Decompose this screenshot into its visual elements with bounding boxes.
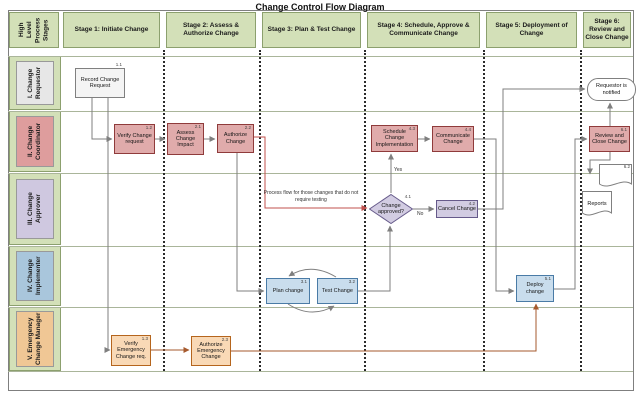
node-number: 1.1 (115, 62, 122, 67)
node-label: Authorize Change (223, 132, 248, 145)
node-test-change: Test Change 3.2 (317, 278, 358, 304)
stage-separator (163, 50, 165, 371)
edge-cancel-to-requestor-notified (478, 86, 586, 210)
node-verify-change-request: Verify Change request 1.2 (114, 124, 155, 154)
node-label: Test Change (322, 287, 353, 294)
edge-record-to-verify (91, 98, 113, 142)
lane-cell-emergency-change-manager: V. Emergency Change Manager (9, 307, 61, 371)
node-number: 5.1 (544, 276, 551, 281)
node-number: 3.1 (300, 279, 307, 284)
node-label: Record Change Request (80, 76, 120, 89)
node-number: 4.3 (408, 126, 415, 131)
node-number: 1.3 (141, 336, 148, 341)
node-label: Cancel Change (438, 205, 476, 212)
node-number: 3.2 (348, 279, 355, 284)
node-change-approved: Change approved?4.1 (369, 194, 413, 224)
node-label: Authorize Emergency Change (197, 341, 225, 361)
node-number: 2.2 (244, 125, 251, 130)
lane-divider (8, 307, 633, 308)
node-number: 4.2 (468, 201, 475, 206)
stage-header-3: Stage 3: Plan & Test Change (262, 12, 361, 48)
node-number: 6.2 (623, 164, 630, 169)
node-record-change-request: Record Change Request 1.1 (75, 62, 125, 98)
lane-label-emergency-change-manager: V. Emergency Change Manager (16, 311, 54, 367)
diagram-title: Change Control Flow Diagram (255, 2, 385, 12)
node-label: Assess Change Impact (175, 129, 196, 149)
node-reports-document: Reports (582, 191, 612, 218)
node-number: 4.1 (404, 194, 411, 199)
lane-cell-change-implementer: IV. Change Implementer (9, 246, 61, 306)
lane-divider (8, 371, 633, 372)
diamond-shape (369, 194, 413, 224)
edge-authorize-to-plan (236, 153, 265, 294)
edge-deploy-to-review (554, 136, 588, 290)
stage-separator (259, 50, 261, 371)
lane-label-change-approver: III. Change Approver (16, 179, 54, 239)
node-requestor-notified: Requestor is notified (587, 78, 636, 101)
node-label: Reports (587, 201, 607, 208)
edge-plan-to-test-loop (287, 303, 335, 313)
node-number: 2.3 (221, 337, 228, 342)
node-number: 2.1 (194, 124, 201, 129)
node-number: 6.1 (620, 127, 627, 132)
lane-label-change-requestor: I. Change Requestor (16, 61, 54, 105)
node-label: Communicate Change (436, 132, 470, 145)
edge-authorize-emergency-to-deploy (231, 303, 539, 352)
edge-communicate-to-deploy (474, 138, 515, 294)
node-label: Schedule Change Implementation (375, 129, 414, 148)
stage-header-5: Stage 5: Deployment of Change (486, 12, 577, 48)
edge-review-to-reports (587, 152, 611, 175)
node-verify-emergency-change-req: Verify Emergency Change req.1.3 (111, 335, 151, 366)
node-label: Verify Change request (117, 132, 152, 145)
node-label: Deploy change (525, 282, 545, 295)
node-number: 4.4 (464, 127, 471, 132)
node-label: Change approved? (378, 202, 404, 215)
lane-cell-change-coordinator: II. Change Coordinator (9, 111, 61, 172)
node-plan-change: Plan change 3.1 (266, 278, 310, 304)
stage-header-4: Stage 4: Schedule, Approve & Communicate… (367, 12, 480, 48)
lane-label-change-implementer: IV. Change Implementer (16, 251, 54, 301)
node-label: Requestor is notified (596, 83, 627, 96)
edge-record-to-verify-emergency (104, 98, 111, 353)
document-shape (599, 164, 632, 187)
edge-test-to-approved (358, 225, 393, 292)
node-number: 1.2 (145, 125, 152, 130)
node-report-document: 6.2 (599, 164, 632, 189)
stage-separator (483, 50, 485, 371)
edge-label-no: No (417, 211, 424, 217)
lane-cell-change-approver: III. Change Approver (9, 173, 61, 245)
lane-divider (8, 246, 633, 247)
edge-authorize-no-testing-to-approved (254, 136, 368, 211)
node-authorize-change: Authorize Change 2.2 (217, 124, 254, 153)
document-shape (582, 191, 612, 216)
node-label: Verify Emergency Change req. (115, 341, 147, 360)
corner-header: High Level Process Stages (9, 12, 59, 48)
lane-divider (8, 111, 633, 112)
stage-header-1: Stage 1: Initiate Change (63, 12, 160, 48)
edge-label-yes: Yes (394, 167, 403, 173)
edge-test-to-plan-loop (288, 268, 337, 278)
diagram-border (8, 10, 634, 391)
stage-header-2: Stage 2: Assess & Authorize Change (166, 12, 256, 48)
stage-header-6: Stage 6: Review and Close Change (583, 12, 631, 48)
no-testing-annotation: Process flow for those changes that do n… (263, 190, 359, 203)
node-label: Review and Close Change (592, 132, 627, 145)
node-label: Plan change (272, 287, 304, 294)
lane-divider (8, 56, 633, 57)
stage-separator (580, 50, 582, 371)
lane-label-change-coordinator: II. Change Coordinator (16, 116, 54, 167)
lane-divider (8, 173, 633, 174)
